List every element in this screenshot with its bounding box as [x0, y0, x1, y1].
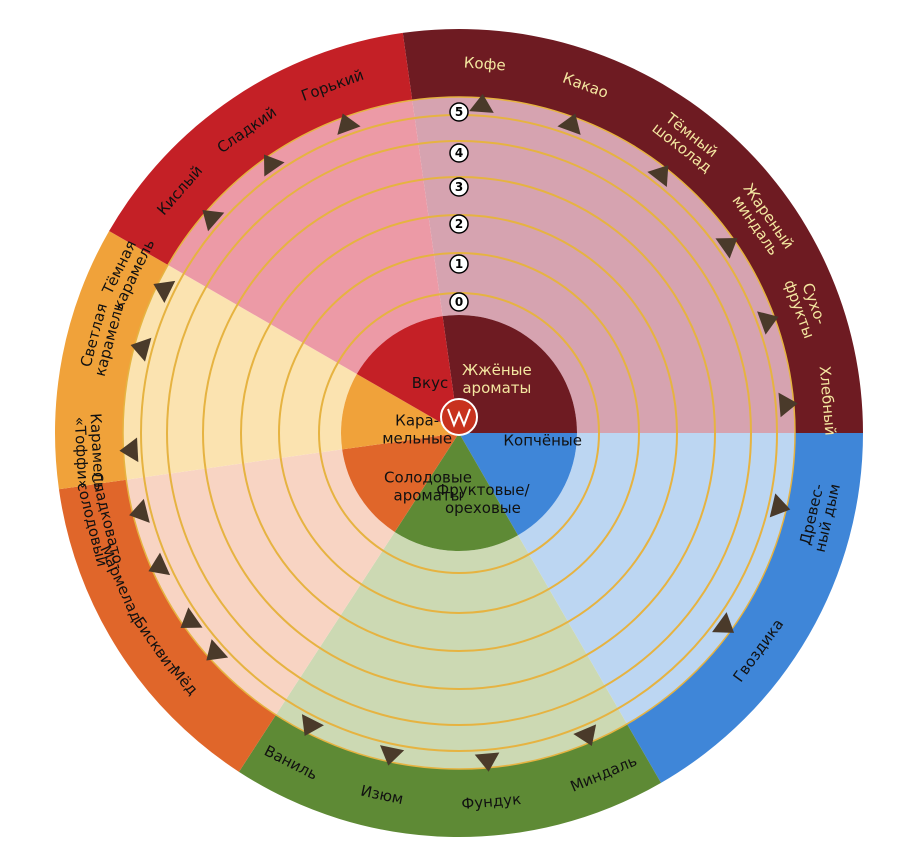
descriptor-tick — [573, 724, 597, 746]
descriptor-label: Кофе — [463, 53, 506, 74]
descriptor-tick — [715, 237, 738, 259]
descriptor-tick — [206, 639, 229, 661]
outer-sector-malty — [58, 479, 277, 772]
hub-sector-taste — [356, 316, 459, 433]
descriptor-tick — [263, 154, 285, 177]
outer-sector-caramel — [55, 231, 169, 490]
category-label-line: Вкус — [412, 374, 448, 392]
scale-marker: 5 — [449, 102, 469, 122]
descriptor-label: Фундук — [461, 790, 522, 813]
category-label-line: ароматы — [462, 379, 531, 397]
descriptor-tick — [130, 337, 152, 362]
hub-sector-malty — [342, 433, 459, 532]
descriptor-label-line: Фундук — [461, 790, 522, 813]
descriptor-tick — [557, 113, 581, 135]
descriptor-tick — [778, 392, 798, 418]
descriptor-tick — [180, 607, 203, 629]
descriptor-label-line: Кофе — [463, 53, 506, 74]
scale-number: 3 — [455, 180, 463, 194]
category-label-line: мельные — [382, 429, 452, 447]
descriptor-tick — [119, 437, 139, 463]
field-sector-taste — [168, 100, 443, 374]
descriptor-tick — [474, 752, 500, 772]
descriptor-tick — [757, 311, 779, 335]
intensity-ring — [202, 176, 716, 690]
scale-marker: 0 — [449, 292, 469, 312]
category-label-line: Солодовые — [384, 469, 472, 487]
category-label-fruity: Фруктовые/ореховые — [436, 481, 530, 517]
descriptor-tick — [129, 498, 150, 523]
hub-sector-fruity — [394, 433, 518, 551]
category-label-line: ароматы — [394, 487, 463, 505]
logo-emblem-icon — [440, 398, 478, 436]
descriptor-tick — [337, 113, 361, 135]
scale-number: 5 — [455, 105, 463, 119]
descriptor-tick — [153, 280, 176, 304]
category-label-line: Фруктовые/ — [436, 481, 530, 499]
field-border — [122, 96, 796, 770]
scale-number: 4 — [455, 146, 463, 160]
scale-marker-circle — [449, 254, 469, 274]
scale-marker-circle — [449, 177, 469, 197]
scale-marker-circle — [449, 102, 469, 122]
center-logo — [440, 398, 478, 436]
intensity-scale: 0 1 2 3 4 5 — [449, 102, 469, 312]
category-label-line: ореховые — [445, 499, 521, 517]
descriptor-tick — [647, 165, 669, 188]
outer-ring — [55, 29, 863, 837]
scale-marker: 1 — [449, 254, 469, 274]
scale-marker: 4 — [449, 143, 469, 163]
scale-marker: 3 — [449, 177, 469, 197]
scale-number: 2 — [455, 217, 463, 231]
descriptor-ticks — [119, 93, 798, 772]
descriptor-label-line: Карамель — [86, 413, 108, 491]
descriptor-tick — [712, 612, 735, 633]
scale-number: 1 — [455, 257, 463, 271]
outer-sector-taste — [109, 32, 413, 265]
descriptor-tick — [380, 745, 405, 766]
descriptor-label: Древес-ный дым — [795, 478, 844, 554]
scale-marker-circle — [449, 292, 469, 312]
hub-sector-smoky — [459, 433, 577, 536]
category-hub — [341, 315, 577, 551]
descriptor-tick — [202, 209, 225, 232]
logo-mark-icon — [447, 408, 471, 428]
field-sector-malty — [126, 449, 395, 715]
descriptor-tick — [769, 493, 791, 518]
category-label-taste: Вкус — [412, 374, 448, 392]
category-label-line: Кара- — [395, 411, 439, 429]
intensity-ring — [278, 252, 640, 614]
descriptor-label: Карамель«Тоффи» — [71, 413, 109, 492]
category-label-caramel: Кара-мельные — [382, 411, 452, 447]
field-sector-caramel — [123, 265, 357, 480]
descriptor-label-line: «Тоффи» — [71, 416, 93, 489]
outer-sector-smoky — [627, 433, 863, 783]
outer-sector-roasted — [402, 29, 863, 434]
descriptor-tick — [148, 552, 171, 576]
scale-marker-circle — [449, 143, 469, 163]
scale-marker-circle — [449, 214, 469, 234]
category-label-smoky: Копчёные — [503, 431, 582, 449]
scale-marker: 2 — [449, 214, 469, 234]
descriptor-tick — [301, 714, 324, 736]
scale-number: 0 — [455, 295, 463, 309]
hub-sector-roasted — [442, 315, 577, 433]
category-label-line: Жжёные — [462, 361, 532, 379]
intensity-ring — [166, 140, 752, 726]
category-label-line: Копчёные — [503, 431, 582, 449]
outer-sector-fruity — [238, 714, 662, 837]
hub-sector-caramel — [341, 374, 459, 450]
field-sector-smoky — [518, 433, 795, 724]
descriptor-tick — [469, 93, 494, 113]
